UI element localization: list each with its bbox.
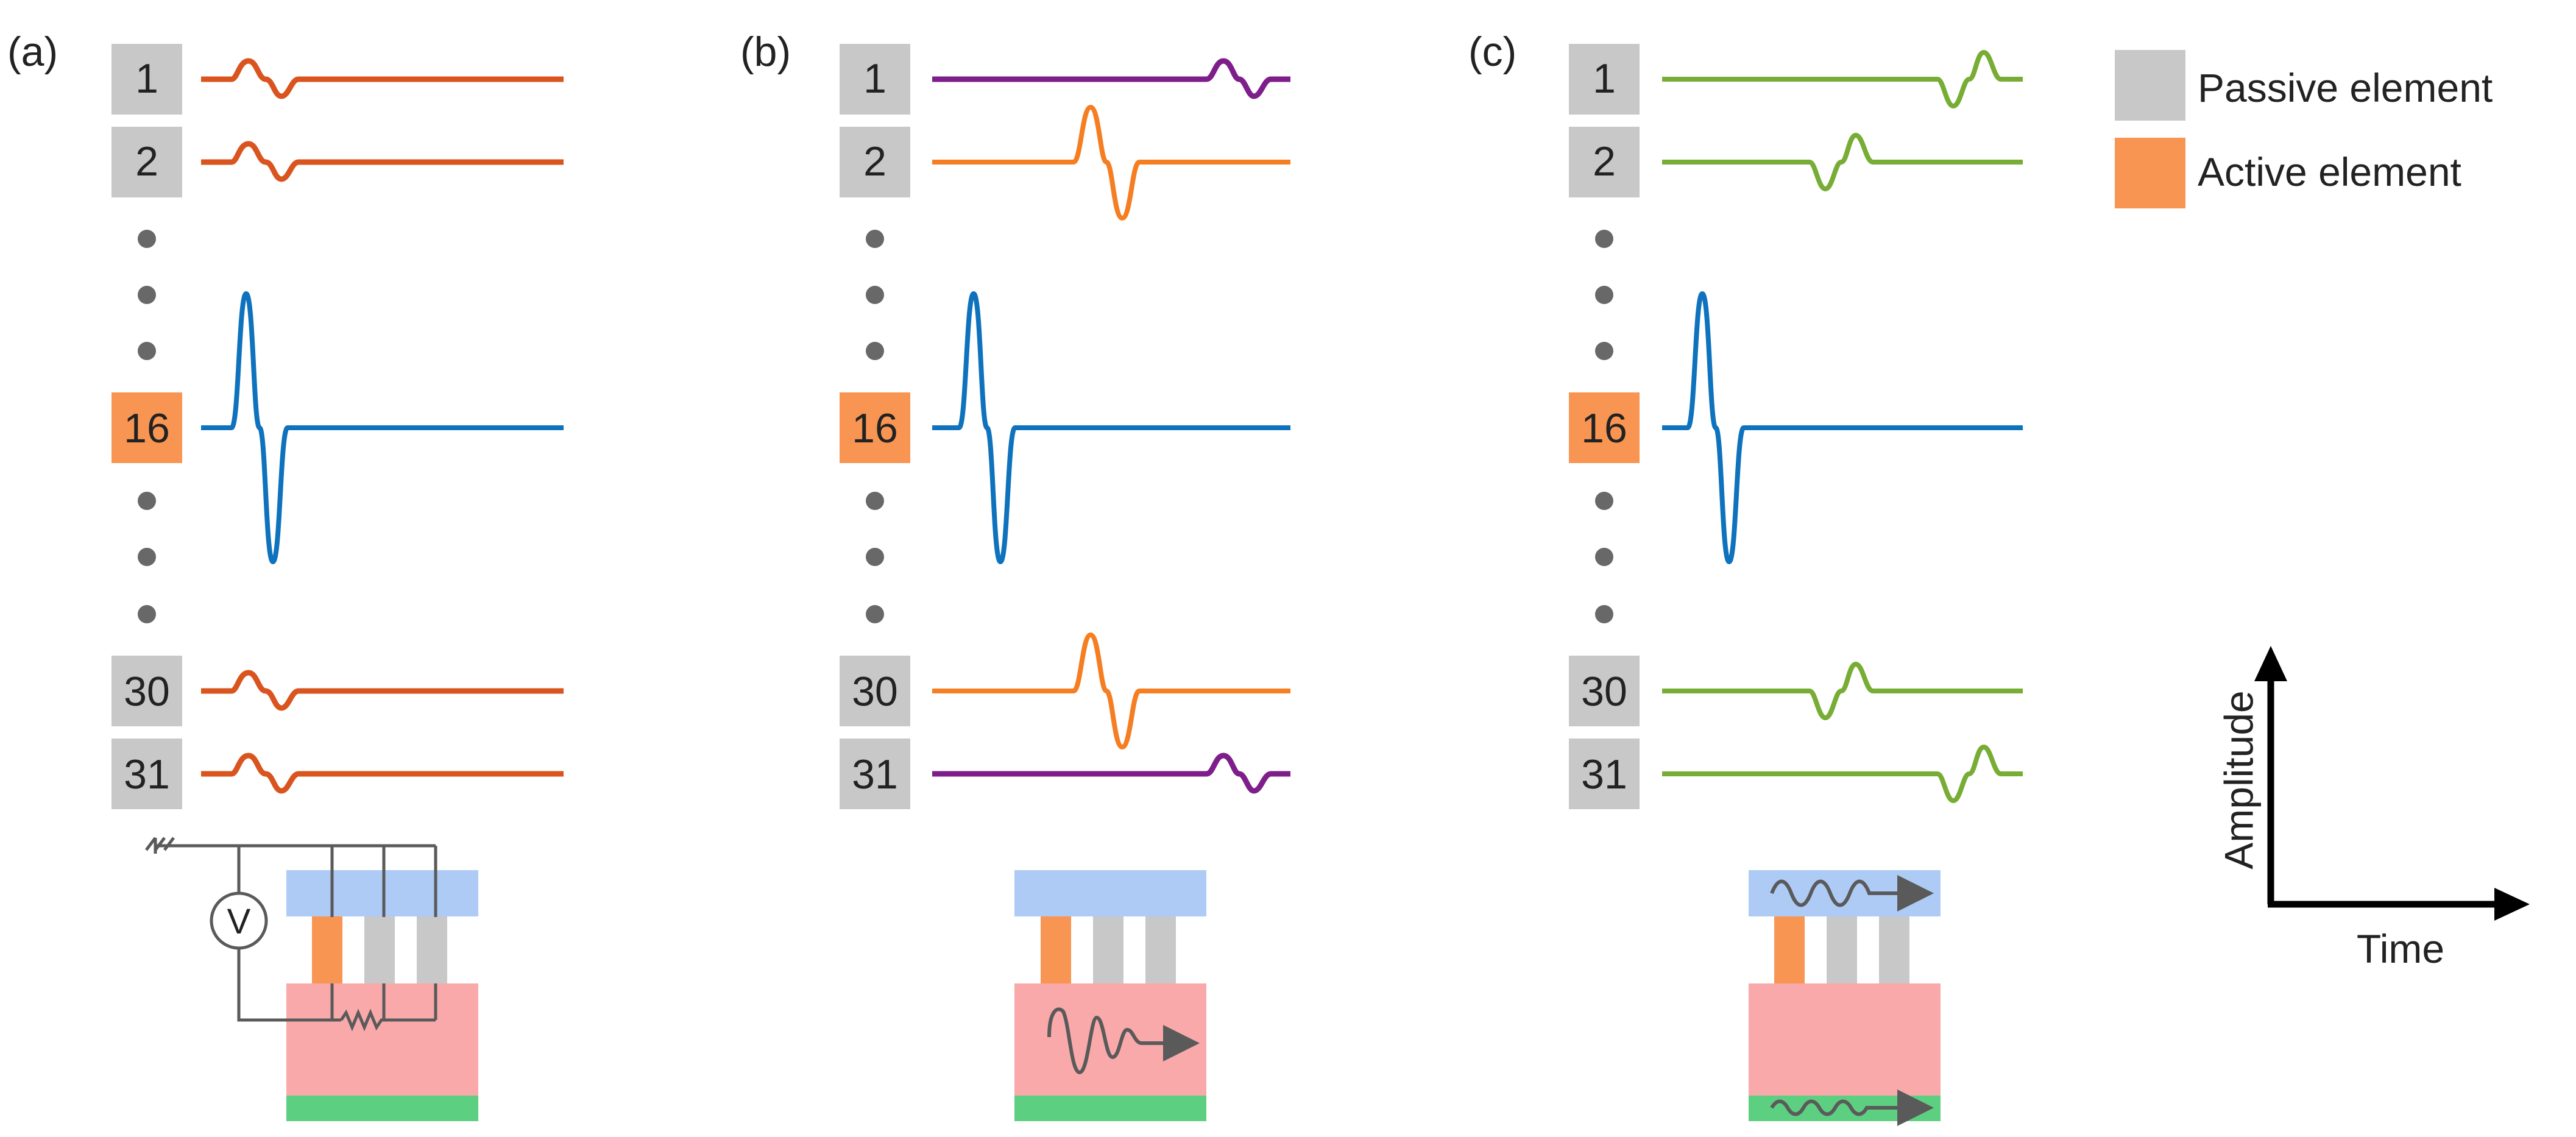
y-arrowhead-icon (2254, 646, 2287, 681)
panel-c: (c) 1 2 16 30 31 (1468, 29, 2023, 1126)
substrate (1014, 983, 1206, 1096)
channel-16-label: 16 (1581, 405, 1627, 452)
trace-30 (201, 670, 564, 711)
trace-30 (1662, 661, 2023, 721)
passive-pillar (1827, 916, 1857, 983)
x-arrowhead-icon (2494, 888, 2530, 921)
device-schematic-a: V (145, 837, 478, 1121)
trace-16 (201, 291, 564, 565)
channel-16-label: 16 (124, 405, 170, 452)
passive-pillar (1093, 916, 1123, 983)
trace-1 (201, 58, 564, 99)
channel-16-box: 16 (1569, 392, 1640, 463)
active-pillar (312, 916, 342, 983)
legend-label-active: Active element (2198, 149, 2461, 194)
channel-2-label: 2 (1593, 138, 1616, 185)
voltmeter-icon (210, 891, 268, 950)
channel-30-box: 30 (111, 656, 182, 726)
trace-16 (932, 291, 1290, 565)
channel-1-box: 1 (111, 44, 182, 115)
channel-31-box: 31 (111, 739, 182, 809)
trace-1 (1662, 49, 2023, 109)
legend-item-passive: Passive element (2115, 50, 2493, 121)
channel-31-label: 31 (1581, 751, 1627, 798)
surface-wave-arrow-icon (1770, 875, 1934, 912)
channel-2-label: 2 (863, 138, 886, 185)
ellipsis-dots (866, 230, 884, 623)
channel-1-box: 1 (840, 44, 910, 115)
channel-30-label: 30 (852, 668, 898, 715)
panel-label-a: (a) (7, 29, 58, 75)
passive-pillar (364, 916, 395, 983)
channel-1-label: 1 (1593, 55, 1616, 102)
bulk-wave-arrow-icon (1047, 1007, 1200, 1075)
channel-1-box: 1 (1569, 44, 1640, 115)
panel-label-b: (b) (740, 29, 791, 75)
device-schematic-c (1749, 870, 1941, 1126)
panel-b: (b) 1 2 16 30 31 (740, 29, 1290, 1121)
trace-2 (932, 104, 1290, 221)
channel-16-box: 16 (111, 392, 182, 463)
legend-swatch-active (2115, 138, 2185, 208)
bottom-layer (1014, 1096, 1206, 1121)
trace-1 (932, 58, 1290, 99)
passive-pillar (1145, 916, 1176, 983)
y-axis-label: Amplitude (2216, 690, 2261, 870)
ellipsis-dots (138, 230, 156, 623)
panel-label-c: (c) (1468, 29, 1516, 75)
channel-2-box: 2 (840, 127, 910, 197)
channel-30-box: 30 (840, 656, 910, 726)
bottom-layer (286, 1096, 478, 1121)
trace-30 (932, 632, 1290, 750)
channel-30-label: 30 (124, 668, 170, 715)
trace-31 (932, 753, 1290, 794)
active-pillar (1774, 916, 1805, 983)
measurement-circuit (145, 837, 437, 1032)
channel-16-box: 16 (840, 392, 910, 463)
trace-2 (1662, 132, 2023, 192)
channel-31-box: 31 (1569, 739, 1640, 809)
channel-1-label: 1 (135, 55, 158, 102)
trace-31 (1662, 744, 2023, 804)
channel-1-label: 1 (863, 55, 886, 102)
device-schematic-b (1014, 870, 1206, 1121)
active-pillar (1041, 916, 1071, 983)
trace-2 (201, 141, 564, 182)
panel-a: (a) 1 2 16 30 31 (7, 29, 564, 1121)
channel-2-label: 2 (135, 138, 158, 185)
passive-pillar (417, 916, 447, 983)
channel-30-box: 30 (1569, 656, 1640, 726)
legend: Passive element Active element (2115, 50, 2493, 208)
channel-31-label: 31 (124, 751, 170, 798)
legend-swatch-passive (2115, 50, 2185, 121)
channel-31-label: 31 (852, 751, 898, 798)
channel-2-box: 2 (111, 127, 182, 197)
passive-pillar (1879, 916, 1909, 983)
substrate (1749, 983, 1941, 1096)
axes-indicator: Amplitude Time (2216, 646, 2530, 971)
ellipsis-dots (1595, 230, 1613, 623)
trace-31 (201, 753, 564, 794)
channel-31-box: 31 (840, 739, 910, 809)
voltmeter-label: V (227, 902, 251, 941)
trace-16 (1662, 291, 2023, 565)
channel-2-box: 2 (1569, 127, 1640, 197)
channel-30-label: 30 (1581, 668, 1627, 715)
legend-item-active: Active element (2115, 138, 2461, 208)
bottom-wave-arrow-icon (1770, 1089, 1934, 1126)
channel-16-label: 16 (852, 405, 898, 452)
legend-label-passive: Passive element (2198, 65, 2493, 110)
x-axis-label: Time (2357, 926, 2444, 971)
top-layer (1014, 870, 1206, 916)
